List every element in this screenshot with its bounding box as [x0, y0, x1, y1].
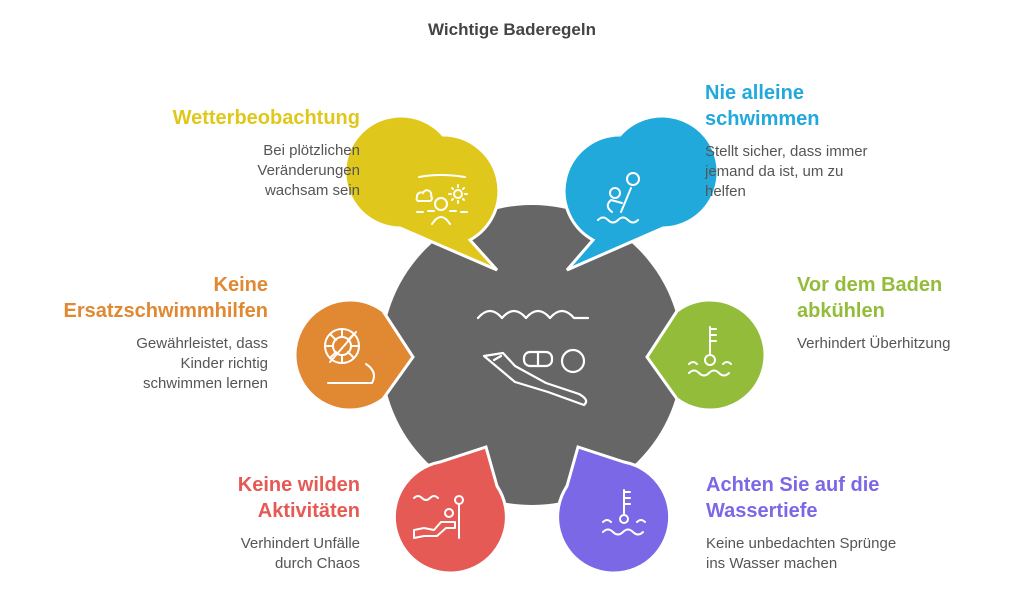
- item-title: Keine wilden Aktivitäten: [237, 474, 360, 522]
- diagram-title: Wichtige Baderegeln: [428, 20, 596, 39]
- weather-watch-icon: [415, 174, 468, 225]
- item-title: Wetterbeobachtung: [172, 107, 360, 129]
- swimmer-waving-icon: [597, 172, 640, 224]
- pin-wetterbeobachtung[interactable]: [343, 114, 501, 272]
- pin-wassertiefe[interactable]: [556, 445, 672, 575]
- item-wetterbeobachtung: Wetterbeobachtung Bei plötzlichen Veränd…: [110, 105, 360, 201]
- item-desc: Keine unbedachten Sprünge ins Wasser mac…: [706, 535, 897, 572]
- item-title: Nie alleine schwimmen: [705, 82, 820, 130]
- item-keine-wilden-aktivitaeten: Keine wilden Aktivitäten Verhindert Unfä…: [120, 472, 360, 574]
- item-nie-alleine-schwimmen: Nie alleine schwimmen Stellt sicher, das…: [705, 80, 965, 202]
- item-title: Achten Sie auf die Wassertiefe: [706, 474, 880, 522]
- item-desc: Gewährleistet, dass Kinder richtig schwi…: [136, 335, 268, 392]
- item-wassertiefe: Achten Sie auf die Wassertiefe Keine unb…: [706, 472, 966, 574]
- pin-nie-alleine-schwimmen[interactable]: [562, 114, 720, 272]
- item-desc: Verhindert Unfälle durch Chaos: [240, 535, 360, 572]
- item-vor-dem-baden-abkuehlen: Vor dem Baden abkühlen Verhindert Überhi…: [797, 272, 1017, 354]
- diver-swimming-icon: [476, 309, 590, 407]
- pin-keine-ersatzschwimmhilfen[interactable]: [293, 298, 415, 412]
- center-hub: [382, 205, 682, 505]
- pin-vor-dem-baden-abkuehlen[interactable]: [645, 298, 767, 412]
- diving-swimmer-icon: [413, 495, 464, 539]
- pin-keine-wilden-aktivitaeten[interactable]: [392, 445, 508, 575]
- item-title: Vor dem Baden abkühlen: [797, 274, 943, 322]
- water-depth-gauge-icon: [602, 489, 646, 536]
- item-keine-ersatzschwimmhilfen: Keine Ersatzschwimmhilfen Gewährleistet,…: [20, 272, 268, 394]
- item-desc: Bei plötzlichen Veränderungen wachsam se…: [257, 142, 360, 199]
- item-desc: Verhindert Überhitzung: [797, 335, 951, 352]
- water-thermometer-icon: [688, 326, 732, 377]
- no-life-ring-icon: [324, 328, 375, 384]
- item-title: Keine Ersatzschwimmhilfen: [63, 274, 268, 322]
- item-desc: Stellt sicher, dass immer jemand da ist,…: [705, 143, 868, 200]
